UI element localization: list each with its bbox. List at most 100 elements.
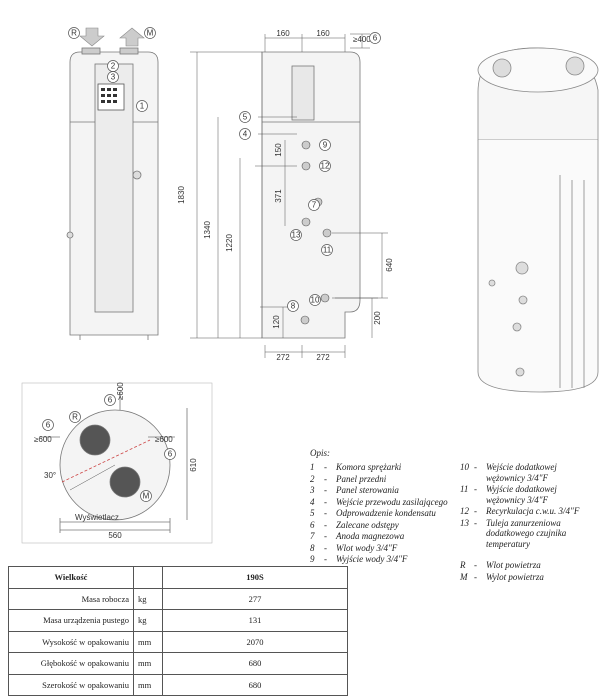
- legend-item: 11-Wyjście dodatkowej wężownicy 3/4"F: [460, 484, 557, 505]
- table-row: Masa robocza kg 277: [8, 587, 348, 610]
- legend-item: 5-Odprowadzenie kondensatu: [310, 508, 436, 518]
- spec-label: Masa urządzenia pustego: [8, 609, 134, 632]
- dim-371: 371: [274, 189, 283, 203]
- dim-150: 150: [274, 143, 283, 157]
- dim-610: 610: [189, 458, 198, 472]
- spec-unit: kg: [133, 587, 163, 610]
- legend-col-1: 1-Komora sprężarki 2-Panel przedni 3-Pan…: [310, 462, 458, 566]
- spec-unit: kg: [133, 609, 163, 632]
- table-row: Głębokość w opakowaniu mm 680: [8, 652, 348, 675]
- display-label: Wyświetlacz: [75, 513, 119, 522]
- dim-1830: 1830: [177, 186, 186, 204]
- svg-text:12: 12: [321, 162, 330, 171]
- svg-text:6: 6: [168, 450, 173, 459]
- spec-header-size: Wielkość: [8, 566, 134, 589]
- legend-item: R-Wlot powietrza: [460, 560, 541, 570]
- svg-text:7: 7: [312, 201, 317, 210]
- table-row: Szerokość w opakowaniu mm 680: [8, 673, 348, 696]
- dim-400: ≥400: [353, 35, 371, 44]
- side-callout-13: 13: [290, 229, 302, 241]
- side-callout-7: 7: [308, 199, 320, 211]
- spec-value: 277: [162, 587, 348, 610]
- dim-640: 640: [385, 258, 394, 272]
- svg-text:1: 1: [140, 102, 145, 111]
- legend-item: 1-Komora sprężarki: [310, 462, 402, 472]
- side-callout-8: 8: [287, 300, 299, 312]
- spec-header-unit: [133, 566, 163, 589]
- spec-label: Wysokość w opakowaniu: [8, 630, 134, 653]
- svg-text:6: 6: [373, 34, 378, 43]
- dim-272-a: 272: [276, 353, 290, 362]
- side-callout-11: 11: [321, 244, 333, 256]
- top-callout-r: R: [69, 411, 81, 423]
- legend-item: 13-Tuleja zanurzeniowa dodatkowego czujn…: [460, 517, 567, 549]
- side-view: [261, 51, 361, 339]
- spec-header-model: 190S: [162, 566, 348, 589]
- dim-120: 120: [272, 315, 281, 329]
- front-callout-2: 2: [107, 60, 119, 72]
- svg-text:R: R: [71, 29, 77, 38]
- top-callout-6-b: 6: [104, 394, 116, 406]
- spec-value: 131: [162, 609, 348, 632]
- table-row: Wysokość w opakowaniu mm 2070: [8, 630, 348, 653]
- side-callout-10: 10: [309, 294, 321, 306]
- legend-item: 3-Panel sterowania: [310, 485, 399, 495]
- svg-text:6: 6: [46, 421, 51, 430]
- dim-left-600: ≥600: [34, 435, 52, 444]
- top-callout-m: M: [140, 490, 152, 502]
- spec-label: Szerokość w opakowaniu: [8, 673, 134, 696]
- svg-text:4: 4: [243, 130, 248, 139]
- dim-200: 200: [373, 311, 382, 325]
- front-callout-m: M: [144, 27, 156, 39]
- side-callout-6: 6: [369, 32, 381, 44]
- svg-text:M: M: [143, 492, 150, 501]
- spec-unit: mm: [133, 652, 163, 675]
- svg-text:5: 5: [243, 113, 248, 122]
- legend-item: 4-Wejście przewodu zasilającego: [310, 496, 448, 507]
- svg-text:M: M: [147, 29, 154, 38]
- svg-text:3: 3: [111, 73, 116, 82]
- svg-text:2: 2: [111, 62, 116, 71]
- spec-header-row: Wielkość 190S: [8, 566, 348, 589]
- dim-angle: 30°: [44, 471, 56, 480]
- spec-value: 680: [162, 652, 348, 675]
- svg-text:10: 10: [311, 296, 320, 305]
- legend-title: Opis:: [310, 448, 330, 458]
- svg-text:R: R: [72, 413, 78, 422]
- svg-text:6: 6: [108, 396, 113, 405]
- spec-label: Masa robocza: [8, 587, 134, 610]
- svg-text:11: 11: [323, 246, 332, 255]
- front-callout-1: 1: [136, 100, 148, 112]
- iso-view: [477, 47, 599, 393]
- dim-560: 560: [108, 531, 122, 540]
- legend-item: 6-Zalecane odstępy: [310, 519, 399, 530]
- dim-1340: 1340: [203, 221, 212, 239]
- air-arrows: [79, 27, 145, 47]
- dim-272-b: 272: [316, 353, 330, 362]
- spec-label: Głębokość w opakowaniu: [8, 652, 134, 675]
- spec-table: Wielkość 190S Masa robocza kg 277 Masa u…: [8, 566, 348, 696]
- svg-text:13: 13: [292, 231, 301, 240]
- side-callout-5: 5: [239, 111, 251, 123]
- legend-item: M-Wylot powietrza: [460, 571, 544, 582]
- dim-160-a: 160: [276, 29, 290, 38]
- front-callout-r: R: [68, 27, 80, 39]
- legend-item: 9-Wyjście wody 3/4"F: [310, 554, 408, 564]
- side-callout-12: 12: [319, 160, 331, 172]
- table-row: Masa urządzenia pustego kg 131: [8, 609, 348, 632]
- side-callout-9: 9: [319, 139, 331, 151]
- dim-1220: 1220: [225, 234, 234, 252]
- front-view: [66, 47, 159, 340]
- legend-item: 12-Recyrkulacja c.w.u. 3/4"F: [460, 506, 580, 516]
- svg-text:8: 8: [291, 302, 296, 311]
- dim-160-b: 160: [316, 29, 330, 38]
- legend-item: 2-Panel przedni: [310, 473, 387, 484]
- side-callout-4: 4: [239, 128, 251, 140]
- legend-item: 7-Anoda magnezowa: [310, 531, 405, 541]
- legend-col-2: 10-Wejście dodatkowej wężownicy 3/4"F 11…: [460, 462, 595, 583]
- dim-right-600: ≥600: [155, 435, 173, 444]
- spec-unit: mm: [133, 630, 163, 653]
- technical-drawing: R M 2 3 1 160 160 ≥400 1830 1340 1220 15…: [21, 27, 599, 544]
- top-callout-6-c: 6: [164, 448, 176, 460]
- dim-top-600: ≥600: [116, 382, 125, 400]
